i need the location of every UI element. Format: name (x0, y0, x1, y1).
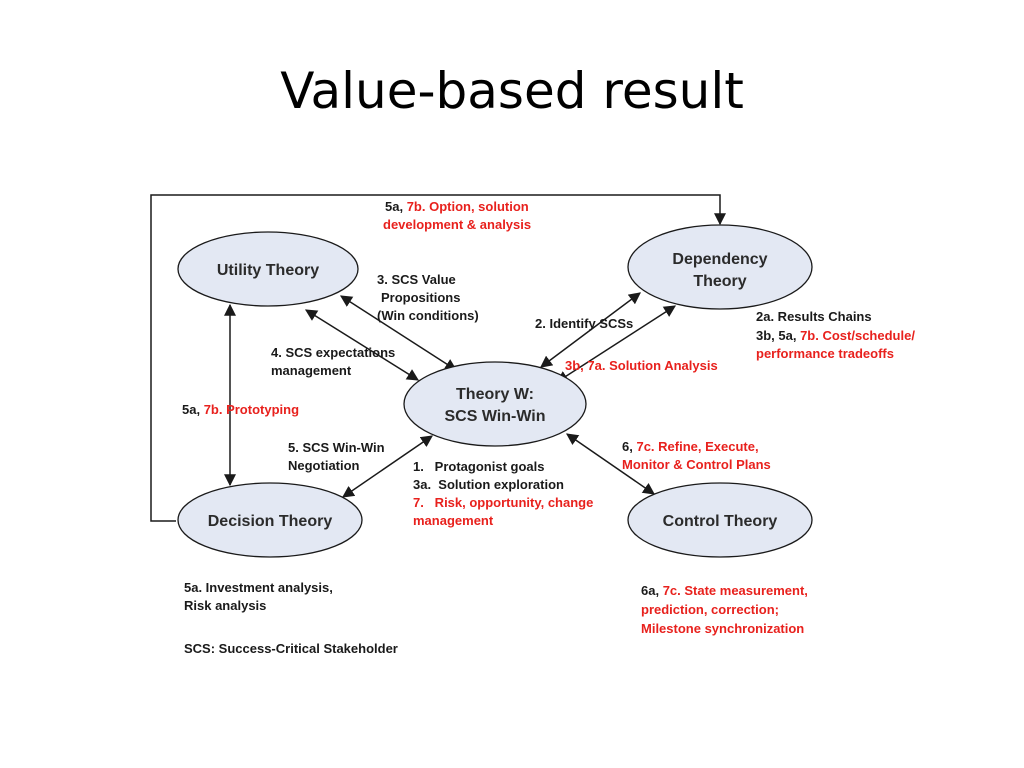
ann-scs-exp-1: 4. SCS expectations (271, 345, 395, 360)
ann-goals-1: 1. Protagonist goals (413, 459, 544, 474)
ann-top-loop-red-1: 7b. Option, solution (407, 199, 529, 214)
annotation-investment: 5a. Investment analysis, Risk analysis (184, 580, 333, 613)
ann-refine-prefix: 6, (622, 439, 636, 454)
ann-results-chains-prefix: 3b, 5a, (756, 328, 800, 343)
ann-state-red-1: 7c. State measurement, (663, 583, 808, 598)
node-dependency-label-2: Theory (693, 273, 746, 290)
node-decision-theory: Decision Theory (177, 482, 363, 558)
annotation-negotiation: 5. SCS Win-Win Negotiation (288, 440, 385, 473)
svg-text:5a, 7b. Option, solution: 5a, 7b. Option, solution (385, 199, 529, 214)
node-dependency-theory: Dependency Theory (627, 224, 813, 310)
annotation-identify-scss: 2. Identify SCSs (535, 316, 633, 331)
ann-investment-1: 5a. Investment analysis, (184, 580, 333, 595)
arrow-utility-theoryw-b (304, 309, 420, 381)
ann-state-red-2: prediction, correction; (641, 602, 779, 617)
ann-investment-2: Risk analysis (184, 598, 266, 613)
node-theoryw-label-2: SCS Win-Win (444, 408, 545, 425)
svg-text:5a, 7b. Prototyping: 5a, 7b. Prototyping (182, 402, 299, 417)
ann-goals-3: 7. Risk, opportunity, change (413, 495, 593, 510)
ann-scs-value-1: 3. SCS Value (377, 272, 456, 287)
annotation-goals: 1. Protagonist goals 3a. Solution explor… (413, 459, 593, 528)
node-control-label: Control Theory (663, 513, 778, 530)
ann-scs-value-3: (Win conditions) (377, 308, 479, 323)
ann-refine-red-1: 7c. Refine, Execute, (636, 439, 758, 454)
annotation-prototyping: 5a, 7b. Prototyping (182, 402, 299, 417)
annotation-scs-definition: SCS: Success-Critical Stakeholder (184, 641, 398, 656)
loop-connector (150, 194, 726, 522)
svg-text:6a, 7c. State measurement,: 6a, 7c. State measurement, (641, 583, 808, 598)
ann-goals-3b: management (413, 513, 494, 528)
annotation-scs-value: 3. SCS Value Propositions (Win condition… (377, 272, 479, 323)
ann-results-chains-1: 2a. Results Chains (756, 309, 872, 324)
annotation-refine: 6, 7c. Refine, Execute, Monitor & Contro… (622, 439, 771, 472)
annotation-scs-expectations: 4. SCS expectations management (271, 345, 395, 378)
ann-scs-value-2: Propositions (381, 290, 460, 305)
ann-prototyping-prefix: 5a, (182, 402, 204, 417)
annotation-results-chains: 2a. Results Chains 3b, 5a, 7b. Cost/sche… (756, 309, 915, 361)
ann-scs-exp-2: management (271, 363, 352, 378)
ann-refine-red-2: Monitor & Control Plans (622, 457, 771, 472)
ann-negotiation-2: Negotiation (288, 458, 360, 473)
ann-top-loop-red-2: development & analysis (383, 217, 531, 232)
ann-negotiation-1: 5. SCS Win-Win (288, 440, 385, 455)
node-theoryw-label-1: Theory W: (456, 386, 534, 403)
ann-results-chains-red-1: 7b. Cost/schedule/ (800, 328, 915, 343)
arrow-theoryw-decision (342, 435, 433, 498)
annotation-solution-analysis: 3b, 7a. Solution Analysis (565, 358, 718, 373)
annotation-state: 6a, 7c. State measurement, prediction, c… (641, 583, 808, 636)
node-theory-w: Theory W: SCS Win-Win (403, 361, 587, 447)
ann-top-loop-prefix: 5a, (385, 199, 407, 214)
svg-text:6, 7c. Refine, Execute,: 6, 7c. Refine, Execute, (622, 439, 759, 454)
node-control-theory: Control Theory (627, 482, 813, 558)
ann-state-red-3: Milestone synchronization (641, 621, 804, 636)
node-utility-theory: Utility Theory (177, 231, 359, 307)
ann-state-prefix: 6a, (641, 583, 663, 598)
svg-text:3b, 5a, 7b. Cost/schedule/: 3b, 5a, 7b. Cost/schedule/ (756, 328, 915, 343)
node-dependency-label-1: Dependency (672, 251, 767, 268)
ann-goals-2: 3a. Solution exploration (413, 477, 564, 492)
ann-results-chains-red-2: performance tradeoffs (756, 346, 894, 361)
node-decision-label: Decision Theory (208, 513, 333, 530)
arrow-dependency-theoryw-b (555, 305, 677, 383)
node-utility-label: Utility Theory (217, 262, 319, 279)
arrow-theoryw-control (566, 433, 655, 495)
ann-prototyping-red: 7b. Prototyping (204, 402, 299, 417)
annotation-top-loop: 5a, 7b. Option, solution development & a… (383, 199, 531, 232)
slide-title: Value-based result (280, 62, 744, 120)
